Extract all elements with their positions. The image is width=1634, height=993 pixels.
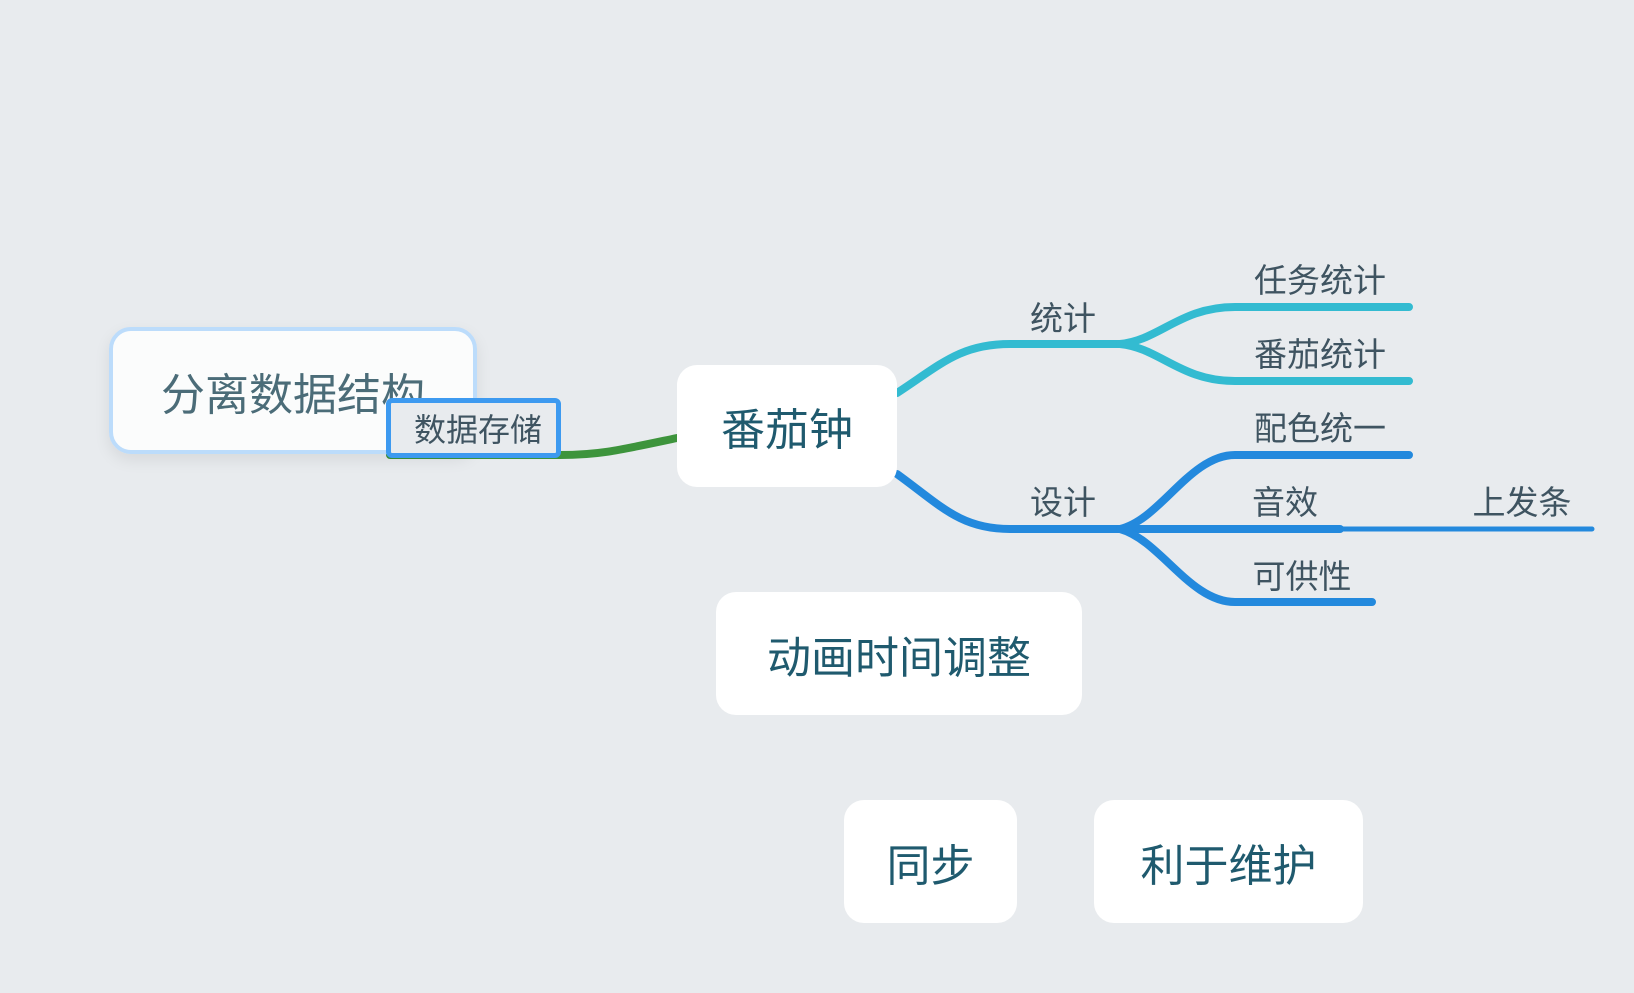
line-design <box>893 470 1124 533</box>
color-topic[interactable]: 配色统一 <box>1254 409 1386 448</box>
floating-topic-label: 同步 <box>886 840 975 892</box>
task-stats-topic[interactable]: 任务统计 <box>1254 261 1386 300</box>
storage-node-selected[interactable]: 数据存储 <box>386 398 561 458</box>
floating-topic-maintain[interactable]: 利于维护 <box>1094 800 1363 923</box>
line-pomodoro-stats <box>1116 340 1413 385</box>
line-affordance <box>1116 525 1376 606</box>
line-color <box>1116 451 1413 533</box>
stats-branch[interactable]: 统计 <box>1030 299 1096 338</box>
line-storage <box>386 434 681 459</box>
pomodoro-stats-topic[interactable]: 番茄统计 <box>1254 335 1386 374</box>
sound-topic[interactable]: 音效 <box>1252 483 1318 522</box>
floating-topic-sync[interactable]: 同步 <box>844 800 1017 923</box>
dragging-label: 分离数据结构 <box>161 369 425 421</box>
root-label: 番茄钟 <box>721 405 853 456</box>
floating-topic-label: 动画时间调整 <box>767 632 1031 684</box>
floating-topic-animation[interactable]: 动画时间调整 <box>716 592 1082 715</box>
dragging-node[interactable]: 分离数据结构 <box>109 327 477 454</box>
design-branch[interactable]: 设计 <box>1030 483 1096 522</box>
root-node[interactable]: 番茄钟 <box>677 365 897 487</box>
affordance-topic[interactable]: 可供性 <box>1252 557 1352 596</box>
storage-label: 数据存储 <box>413 411 542 449</box>
line-stats <box>893 340 1124 397</box>
windup-topic[interactable]: 上发条 <box>1472 483 1572 522</box>
floating-topic-label: 利于维护 <box>1140 840 1317 892</box>
line-task-stats <box>1116 303 1413 348</box>
